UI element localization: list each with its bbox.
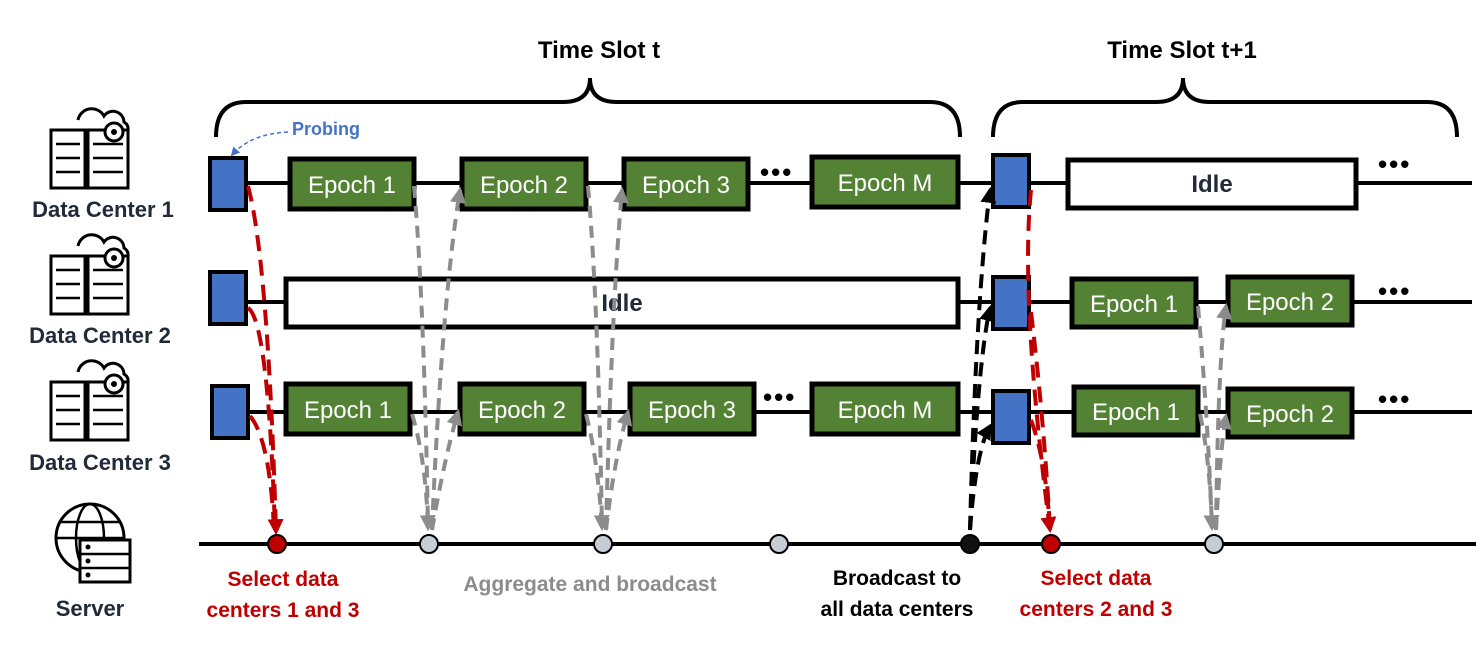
dc1-probe-block bbox=[208, 156, 248, 212]
time-slot-t1-label: Time Slot t+1 bbox=[1107, 37, 1257, 64]
aggregate-note: Aggregate and broadcast bbox=[463, 573, 716, 596]
dc3-ellipsis: ••• bbox=[763, 382, 796, 412]
aggregate-arrows bbox=[410, 185, 633, 532]
dc3-probe-block bbox=[210, 384, 250, 440]
dc2-epoch1-block bbox=[1069, 276, 1199, 330]
dc3-epoch1-label-t1: Epoch 1 bbox=[1092, 399, 1180, 426]
select-arrows-t bbox=[246, 185, 284, 536]
dc1-ellipsis: ••• bbox=[760, 157, 793, 187]
probing-label: Probing bbox=[292, 119, 360, 139]
server-select-point-t bbox=[267, 534, 287, 554]
probing-arrow bbox=[230, 131, 289, 157]
dc2-label: Data Center 2 bbox=[29, 323, 171, 348]
datacenter-server-rack-icon bbox=[49, 107, 130, 190]
dc1-idle-label: Idle bbox=[1191, 171, 1232, 198]
dc2-epoch2-block bbox=[1225, 274, 1355, 328]
datacenter-server-rack-icon bbox=[49, 359, 130, 442]
dc2-epoch2-label: Epoch 2 bbox=[1246, 289, 1334, 316]
select-arrows-t1 bbox=[1026, 189, 1057, 534]
dc1-label: Data Center 1 bbox=[32, 197, 174, 222]
dc1-epoch2-label: Epoch 2 bbox=[480, 172, 568, 199]
broadcast-note-line2: all data centers bbox=[821, 598, 974, 621]
server-aggregate-point-3 bbox=[769, 534, 789, 554]
dc1-epoch3-block bbox=[621, 156, 751, 212]
dc3-epoch1-block bbox=[283, 381, 413, 437]
dc3-epoch2-label-t1: Epoch 2 bbox=[1246, 401, 1334, 428]
dc3-epoch1-label: Epoch 1 bbox=[304, 397, 392, 424]
dc1-epoch1-block bbox=[287, 156, 417, 212]
dc1-ellipsis-t1: ••• bbox=[1378, 149, 1411, 179]
broadcast-note-line1: Broadcast to bbox=[833, 567, 961, 590]
time-slot-t-brace bbox=[214, 77, 962, 138]
dc1-probe-block-t1 bbox=[991, 153, 1031, 209]
dc2-idle-label: Idle bbox=[601, 290, 642, 317]
select-note-t1-line2: centers 2 and 3 bbox=[1020, 598, 1173, 621]
dc3-epoch3-label: Epoch 3 bbox=[648, 397, 736, 424]
globe-server-icon bbox=[54, 502, 132, 584]
dc1-epochM-label: Epoch M bbox=[838, 170, 933, 197]
time-slot-t-label: Time Slot t bbox=[538, 37, 660, 64]
dc1-epoch1-label: Epoch 1 bbox=[308, 172, 396, 199]
select-note-t-line2: centers 1 and 3 bbox=[207, 599, 360, 622]
dc3-epochM-block bbox=[809, 381, 961, 437]
dc3-epochM-label: Epoch M bbox=[838, 397, 933, 424]
time-slot-t1-brace bbox=[991, 77, 1459, 138]
server-broadcast-point bbox=[960, 534, 980, 554]
dc3-epoch1-block-t1 bbox=[1071, 384, 1201, 438]
dc1-epoch2-block bbox=[459, 156, 589, 212]
dc2-probe-block bbox=[208, 270, 248, 326]
select-note-t-line1: Select data bbox=[228, 568, 339, 591]
dc1-epochM-block bbox=[809, 154, 961, 210]
server-aggregate-point-t1 bbox=[1204, 534, 1224, 554]
dc2-probe-block-t1 bbox=[991, 275, 1031, 331]
select-note-t1-line1: Select data bbox=[1041, 567, 1152, 590]
dc1-epoch3-label: Epoch 3 bbox=[642, 172, 730, 199]
dc1-idle-block bbox=[1065, 157, 1359, 211]
dc3-label: Data Center 3 bbox=[29, 450, 171, 475]
datacenter-server-rack-icon bbox=[49, 233, 130, 316]
server-select-point-t1 bbox=[1041, 534, 1061, 554]
server-label: Server bbox=[56, 596, 125, 621]
dc2-epoch1-label: Epoch 1 bbox=[1090, 291, 1178, 318]
server-aggregate-point-1 bbox=[419, 534, 439, 554]
dc3-epoch2-label: Epoch 2 bbox=[478, 397, 566, 424]
dc2-ellipsis-t1: ••• bbox=[1378, 276, 1411, 306]
dc2-idle-block bbox=[283, 276, 961, 330]
dc3-epoch2-block-t1 bbox=[1225, 386, 1355, 440]
dc3-ellipsis-t1: ••• bbox=[1378, 384, 1411, 414]
broadcast-arrows bbox=[968, 186, 997, 531]
dc3-probe-block-t1 bbox=[991, 389, 1031, 445]
aggregate-arrows-t1 bbox=[1196, 302, 1233, 532]
server-aggregate-point-2 bbox=[593, 534, 613, 554]
